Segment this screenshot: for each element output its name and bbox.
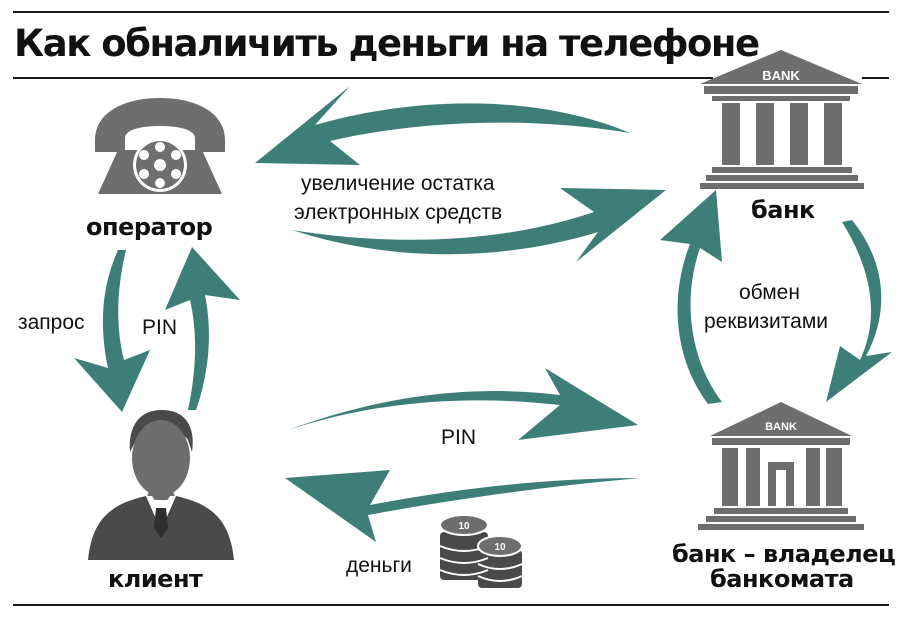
- title-underline-right: [862, 77, 889, 79]
- top-edge-label-line1: увеличение остатка: [301, 172, 495, 195]
- exchange-label-line1: обмен: [739, 281, 800, 304]
- arrow-exchange-up: [660, 190, 722, 404]
- bank-sign-bottom: BANK: [765, 421, 797, 433]
- arrow-operator-to-bank: [292, 188, 666, 262]
- request-label: запрос: [18, 311, 85, 334]
- client-label: клиент: [108, 565, 203, 593]
- top-rule: [13, 11, 889, 13]
- exchange-label-line2: реквизитами: [704, 310, 829, 333]
- atm-bank-label-line2: банкомата: [710, 565, 854, 593]
- operator-label: оператор: [86, 213, 213, 241]
- arrow-money: [285, 470, 640, 542]
- pin-middle-label: PIN: [441, 426, 477, 449]
- top-edge-label-line2: электронных средств: [294, 201, 503, 224]
- bank-sign-top: BANK: [762, 68, 800, 83]
- coin-label-bottom: 10: [494, 542, 506, 553]
- money-label: деньги: [346, 554, 412, 577]
- arrow-pin-middle: [288, 368, 638, 440]
- pin-left-label: PIN: [142, 316, 178, 339]
- arrow-pin-up: [165, 247, 240, 410]
- arrow-request: [74, 250, 150, 412]
- bottom-rule: [13, 604, 889, 606]
- title-underline: [13, 77, 713, 79]
- arrow-exchange-down: [826, 220, 892, 402]
- atm-bank-label-line1: банк – владелец: [672, 540, 896, 568]
- bank-label: банк: [751, 196, 815, 224]
- arrow-bank-to-operator: [255, 86, 630, 165]
- coin-label-top: 10: [458, 521, 470, 532]
- page-title: Как обналичить деньги на телефоне: [14, 22, 760, 65]
